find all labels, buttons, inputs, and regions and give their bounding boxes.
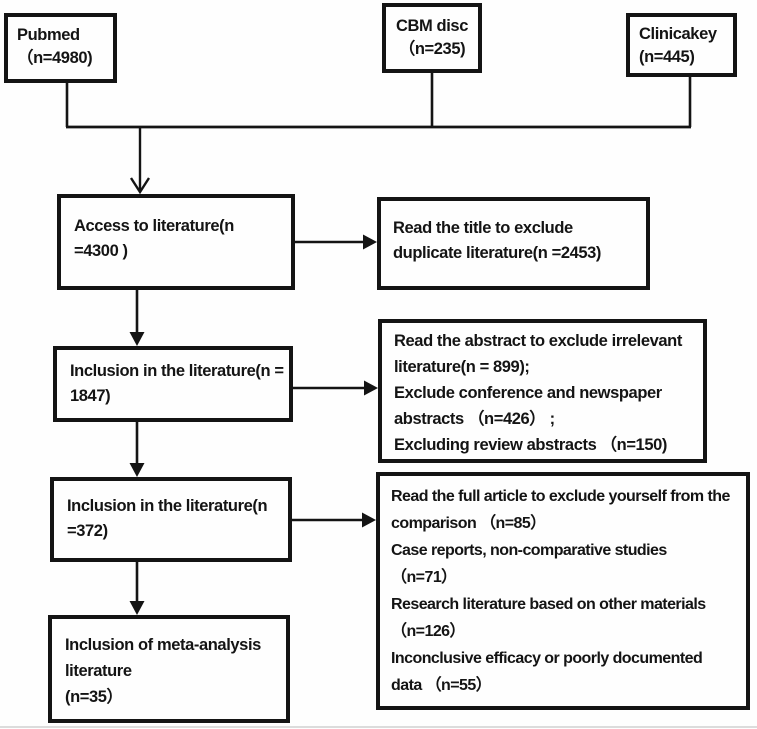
exclusion-box-text: Read the abstract to exclude irrelevant <box>394 332 682 350</box>
flow-box-text: Access to literature(n <box>74 217 234 235</box>
exclusion-box-read-title: Read the title to exclude duplicate lite… <box>377 197 650 290</box>
source-box-clinicakey-name: Clinicakey <box>639 25 717 43</box>
source-box-pubmed: Pubmed （n=4980) <box>4 13 117 83</box>
exclusion-box-text: Read the title to exclude <box>393 219 573 237</box>
exclusion-box-text: abstracts （n=426） ; <box>394 410 555 428</box>
exclusion-box-read-abstract: Read the abstract to exclude irrelevant … <box>378 319 707 463</box>
arrowhead-access-to-readtitle <box>363 234 377 250</box>
exclusion-box-text: Research literature based on other mater… <box>391 596 706 613</box>
source-box-pubmed-count: （n=4980) <box>17 49 93 67</box>
source-box-pubmed-name: Pubmed <box>17 26 80 44</box>
arrowhead-inclusion1847-to-abstract <box>364 380 378 396</box>
flow-box-meta-analysis-inclusion: Inclusion of meta-analysis literature (n… <box>48 615 290 723</box>
source-box-clinicakey-count: (n=445) <box>639 48 695 66</box>
flow-box-access-to-literature: Access to literature(n =4300 ) <box>57 194 295 290</box>
source-box-cbm-disc: CBM disc （n=235) <box>382 3 482 73</box>
exclusion-box-text: data （n=55） <box>391 677 492 694</box>
exclusion-box-text: Excluding review abstracts （n=150) <box>394 436 667 454</box>
flow-box-text: literature <box>65 662 132 680</box>
exclusion-box-text: Read the full article to exclude yoursel… <box>391 488 730 505</box>
flow-box-text: Inclusion in the literature(n <box>67 497 268 515</box>
exclusion-box-text: duplicate literature(n =2453) <box>393 244 602 262</box>
flow-box-text: (n=35） <box>65 688 123 706</box>
flow-box-inclusion-1847: Inclusion in the literature(n = 1847) <box>53 346 293 422</box>
arrowhead-rail-to-access <box>129 177 151 195</box>
exclusion-box-text: Exclude conference and newspaper <box>394 384 662 402</box>
arrowhead-inclusion372-to-fulltext <box>362 512 376 528</box>
exclusion-box-text: Case reports, non-comparative studies <box>391 542 667 559</box>
flow-box-text: Inclusion in the literature(n = <box>70 362 284 380</box>
flow-box-text: Inclusion of meta-analysis <box>65 636 261 654</box>
exclusion-box-text: （n=71） <box>391 569 457 586</box>
flow-box-inclusion-372: Inclusion in the literature(n =372) <box>50 477 292 562</box>
source-box-cbm-count: （n=235) <box>398 40 466 58</box>
source-box-cbm-name: CBM disc <box>396 17 468 35</box>
flow-box-text: =372) <box>67 522 108 540</box>
arrowhead-inclusion1847-to-inclusion372 <box>129 463 145 477</box>
arrowhead-inclusion372-to-meta <box>129 601 145 615</box>
exclusion-box-text: comparison （n=85） <box>391 515 546 532</box>
arrowhead-access-to-inclusion1847 <box>129 332 145 346</box>
exclusion-box-read-full-article: Read the full article to exclude yoursel… <box>376 472 750 710</box>
exclusion-box-text: Inconclusive efficacy or poorly document… <box>391 650 703 667</box>
flow-box-text: =4300 ) <box>74 242 128 260</box>
source-box-clinicakey: Clinicakey (n=445) <box>626 13 737 77</box>
exclusion-box-text: （n=126） <box>391 623 466 640</box>
flow-box-text: 1847) <box>70 387 111 405</box>
exclusion-box-text: literature(n = 899); <box>394 358 530 376</box>
scan-artifact-bottom-edge <box>0 726 757 728</box>
